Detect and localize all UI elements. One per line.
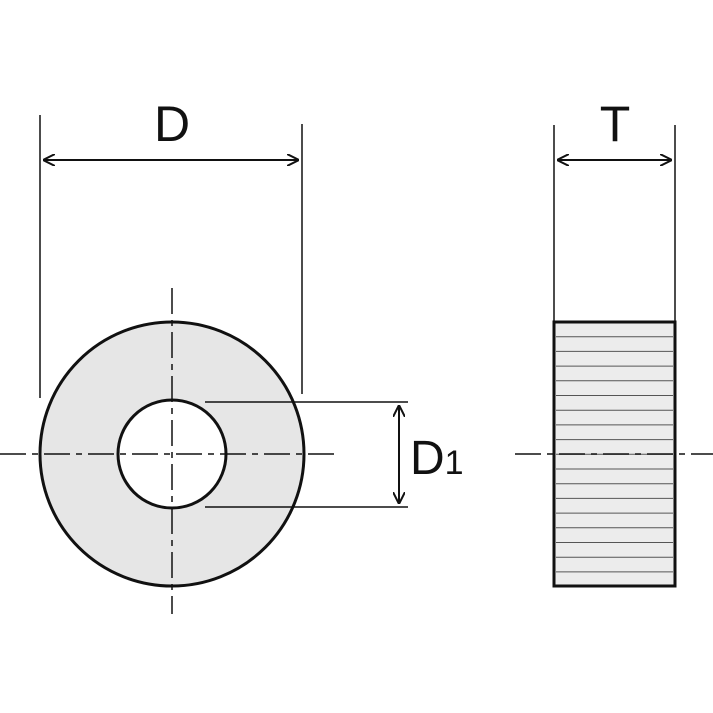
label-d: D xyxy=(154,96,190,152)
label-d1-main: D xyxy=(410,432,445,485)
dimension-t: T xyxy=(553,96,676,322)
side-view xyxy=(515,320,713,588)
label-t: T xyxy=(600,96,631,152)
front-view xyxy=(0,288,336,614)
label-d1-sub: 1 xyxy=(445,444,464,482)
knurl-lines xyxy=(556,336,673,573)
label-d1: D1 xyxy=(410,432,464,485)
dimension-d1: D1 xyxy=(205,401,464,508)
dimension-d: D xyxy=(39,96,303,398)
